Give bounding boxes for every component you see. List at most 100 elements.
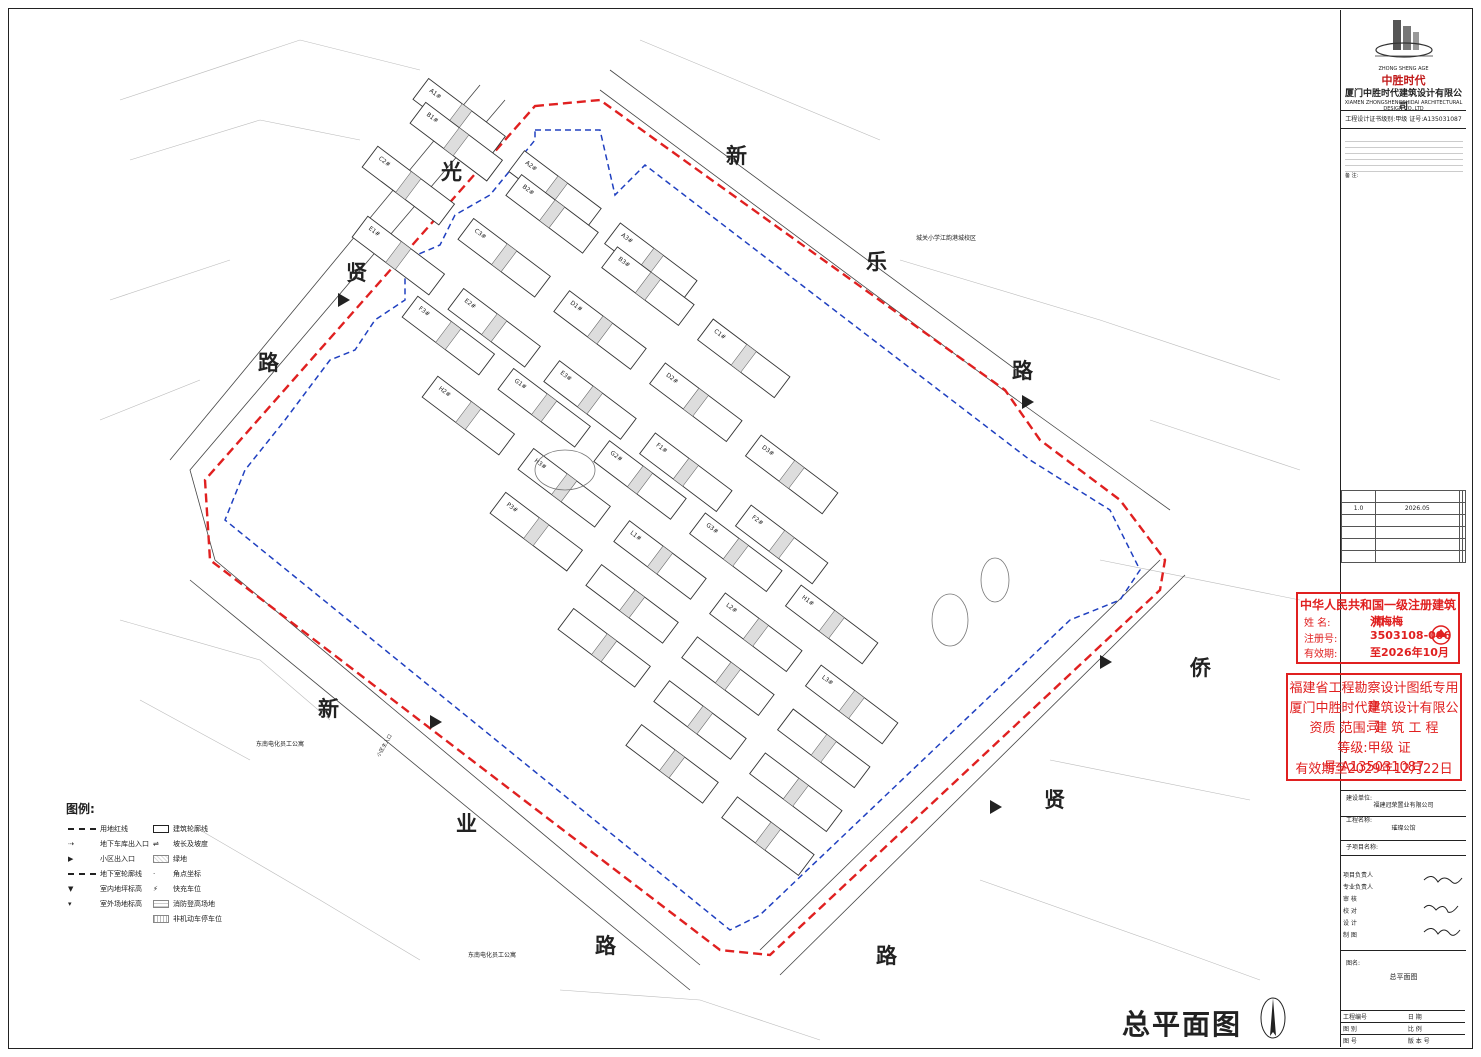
- drawing-name-label: 图名:: [1346, 960, 1361, 967]
- sign-role: 专业负责人: [1343, 883, 1374, 891]
- handwritten-signatures: [1423, 876, 1463, 936]
- notes-label: 备 注:: [1345, 173, 1359, 179]
- dorm-label-2: 东南电化员工公寓: [468, 952, 517, 959]
- building-core: [768, 530, 795, 559]
- design-certificate: 工程设计证书级别:甲级 证号:A135031087: [1345, 116, 1462, 123]
- legend-item: 建筑轮廓线: [173, 824, 208, 833]
- legend: 图例: 用地红线 建筑轮廓线 ⇢ 地下车库出入口 ⇌ 坡长及坡度 ▶ 小区出入口…: [66, 800, 311, 926]
- drawing-title: 总平面图: [1122, 1008, 1243, 1041]
- building-blocks: A1#A2#A3#B1#B2#B3#C1#C2#C3#D1#D2#D3#E1#E…: [351, 77, 899, 877]
- building-core: [722, 537, 749, 567]
- building-core: [587, 315, 613, 345]
- revision-no: 1.0: [1340, 502, 1377, 515]
- stamp-line-3: 资质 范围: 建 筑 工 程: [1309, 721, 1439, 736]
- building-block: B1#: [409, 101, 504, 182]
- architect-stamp: 中华人民共和国一级注册建筑师 姓 名: 洪梅梅 注册号: 3503108-006…: [1296, 592, 1460, 664]
- building-core: [455, 401, 482, 430]
- building-core: [491, 243, 518, 273]
- architect-stamp-title: 中华人民共和国一级注册建筑师: [1299, 598, 1456, 629]
- sign-role: 校 对: [1343, 907, 1357, 915]
- building-block: H3#: [517, 447, 611, 528]
- logo-icon: [1374, 20, 1433, 58]
- building-block: L1#: [613, 520, 707, 600]
- company-name: 厦门中胜时代建筑设计有限公司: [1344, 89, 1462, 112]
- building-core: [443, 127, 470, 157]
- corner-coordinate-icon: ·: [153, 869, 156, 878]
- subproject-label: 子项目名称:: [1346, 844, 1379, 851]
- building-core: [619, 589, 646, 619]
- road-label-guangxian-1: 光: [441, 160, 462, 184]
- stamp-name: 洪梅梅: [1370, 615, 1403, 628]
- tb-divider: [1341, 128, 1466, 129]
- tb-divider: [1341, 816, 1466, 817]
- road-label-xinle-2: 乐: [866, 250, 887, 274]
- building-block: H2#: [421, 375, 516, 456]
- landscape-circles: [534, 449, 1010, 647]
- info-label: 工程编号: [1340, 1010, 1405, 1023]
- building-core: [577, 385, 603, 415]
- road-label-xinye-2: 业: [456, 812, 477, 836]
- building-block: F2#: [734, 504, 829, 585]
- building-core: [591, 633, 618, 663]
- community-entrance-icon: ▶: [68, 854, 74, 863]
- company-logo: ZHONG SHENG AGE 中胜时代: [1341, 16, 1466, 88]
- legend-item: 快充车位: [173, 884, 201, 893]
- road-edges: [169, 69, 1186, 991]
- legend-item: 室内地坪标高: [100, 884, 142, 893]
- building-core: [551, 473, 578, 503]
- legend-item: 地下车库出入口: [100, 839, 149, 848]
- emblem-icon: [1431, 625, 1451, 645]
- stamp-line-1: 福建省工程勘察设计图纸专用章: [1289, 681, 1459, 715]
- road-label-xinle-3: 路: [1012, 359, 1033, 383]
- surrounding-terrain: [99, 39, 1301, 1041]
- building-block: L2#: [709, 592, 803, 673]
- legend-red-dash-symbol: [68, 827, 96, 830]
- sign-role: 制 图: [1343, 931, 1357, 939]
- tb-divider: [1341, 110, 1466, 111]
- stamp-line-5: 有效期至2029年12月22日: [1295, 762, 1453, 777]
- info-label: 比 例: [1404, 1022, 1465, 1035]
- notes-area: 备 注:: [1345, 136, 1463, 180]
- legend-building-symbol: [153, 824, 169, 833]
- building-core: [395, 171, 422, 200]
- road-label-xinye-3: 路: [595, 934, 616, 958]
- building-block: L3#: [804, 664, 899, 745]
- info-label: 日 期: [1404, 1010, 1465, 1023]
- building-block: C1#: [696, 318, 791, 399]
- dorm-label-1: 东南电化员工公寓: [256, 741, 305, 748]
- legend-item: 角点坐标: [173, 869, 201, 878]
- company-design-stamp: 福建省工程勘察设计图纸专用章 厦门中胜时代建筑设计有限公司 资质 范围: 建 筑…: [1286, 673, 1462, 781]
- legend-item: 地下室轮廓线: [100, 869, 142, 878]
- building-block: H1#: [784, 584, 879, 665]
- sign-role: 审 核: [1343, 895, 1357, 903]
- client-name: 福建冠荣置业有限公司: [1373, 802, 1434, 809]
- building-block: [585, 563, 679, 644]
- building-core: [818, 610, 845, 639]
- building-block: D1#: [553, 290, 647, 370]
- road-label-xinye-1: 新: [318, 697, 339, 721]
- tb-divider: [1341, 950, 1466, 951]
- building-block: C2#: [361, 145, 456, 226]
- building-core: [810, 733, 837, 763]
- client-label: 建设单位:: [1346, 795, 1373, 802]
- building-block: E1#: [351, 215, 446, 296]
- legend-title: 图例:: [66, 802, 95, 816]
- road-label-xinqiao-1: 侨: [1190, 656, 1211, 680]
- building-core: [754, 821, 781, 851]
- building-core: [687, 705, 713, 735]
- building-block: [681, 636, 775, 717]
- building-block: C3#: [457, 217, 551, 298]
- site-plan: A1#A2#A3#B1#B2#B3#C1#C2#C3#D1#D2#D3#E1#E…: [99, 39, 1301, 1041]
- building-core: [838, 690, 865, 719]
- building-core: [682, 387, 709, 417]
- legend-item: 消防登高场地: [173, 899, 215, 908]
- outdoor-level-icon: ▾: [68, 899, 72, 908]
- indoor-level-icon: ▼: [68, 884, 74, 893]
- building-block: [557, 607, 651, 688]
- building-core: [659, 749, 686, 779]
- entrance-markers: [338, 293, 1112, 814]
- building-core: [742, 617, 769, 647]
- building-block: F3#: [401, 295, 496, 376]
- building-block: G2#: [593, 440, 687, 520]
